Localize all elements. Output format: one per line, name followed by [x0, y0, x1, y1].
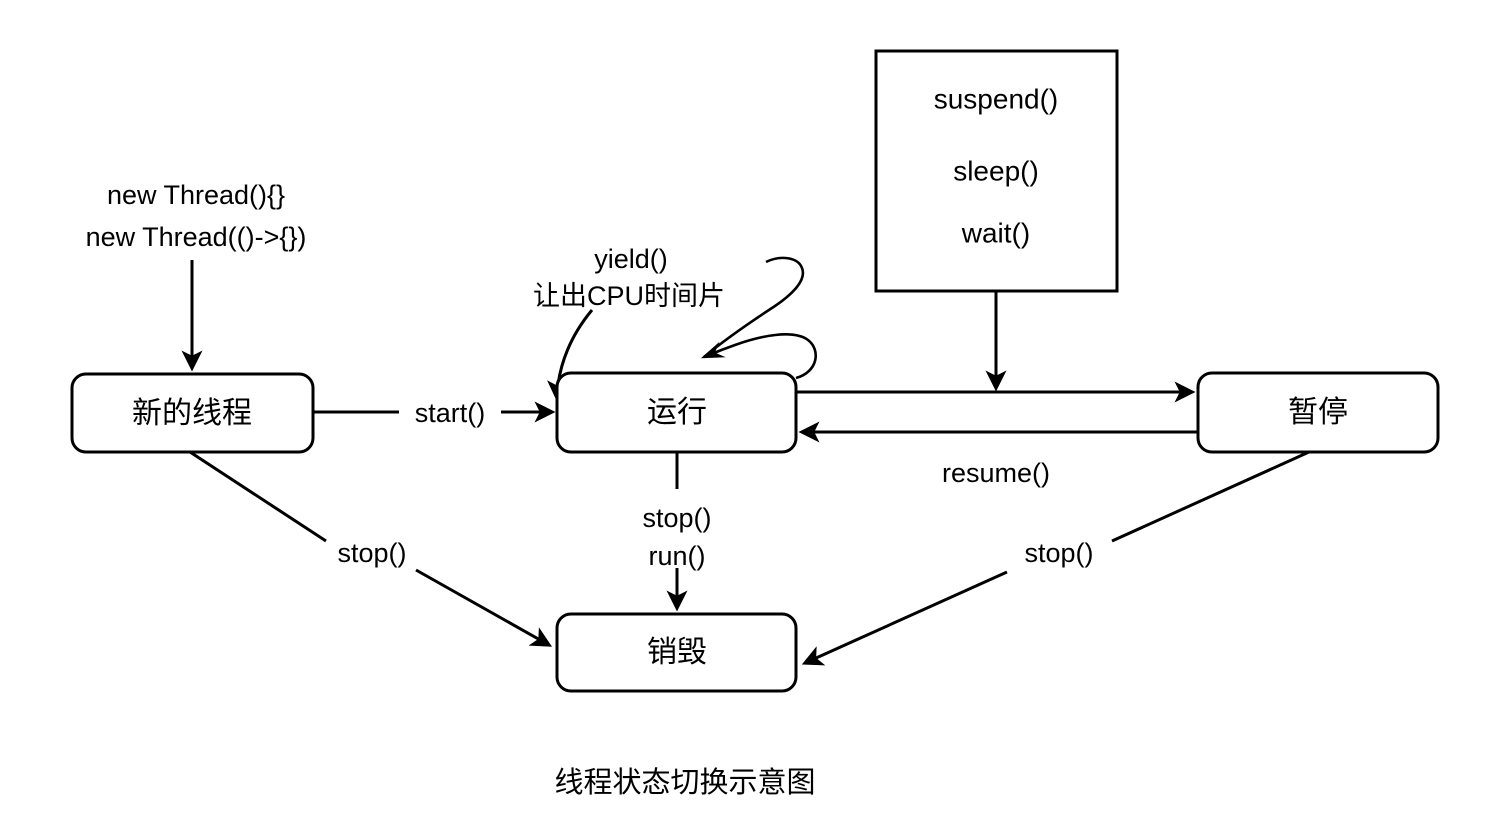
- node-running[interactable]: 运行: [555, 371, 798, 454]
- node-running-label: 运行: [647, 396, 707, 429]
- annotation-yield-line-2: 让出CPU时间片: [533, 281, 725, 311]
- diagram-caption: 线程状态切换示意图: [554, 766, 815, 799]
- edge-label-resume: resume(): [942, 458, 1050, 488]
- edge-label-stop-running: stop(): [642, 503, 711, 533]
- annotation-creation-line-1: new Thread(){}: [107, 180, 285, 210]
- suspend-box-line-3: wait(): [961, 217, 1030, 248]
- suspend-box-line-2: sleep(): [953, 155, 1039, 186]
- edge-running-to-destroyed: stop() run(): [642, 452, 712, 612]
- edge-new-to-running: start(): [313, 392, 556, 432]
- edge-label-stop-new: stop(): [337, 538, 406, 568]
- node-destroyed[interactable]: 销毁: [555, 612, 798, 693]
- node-new-thread-label: 新的线程: [132, 397, 252, 430]
- annotation-yield-line-1: yield(): [594, 244, 668, 274]
- node-paused[interactable]: 暂停: [1196, 371, 1440, 454]
- edge-new-to-destroyed: stop(): [189, 450, 553, 647]
- suspend-box-line-1: suspend(): [934, 83, 1059, 114]
- edge-running-self-loop: [700, 256, 818, 380]
- annotation-yield: yield() 让出CPU时间片: [533, 244, 725, 311]
- node-new-thread[interactable]: 新的线程: [70, 372, 315, 454]
- node-paused-label: 暂停: [1288, 396, 1348, 429]
- annotation-creation: new Thread(){} new Thread(()->{}): [86, 180, 307, 252]
- edge-paused-to-destroyed: stop(): [801, 450, 1310, 666]
- annotation-creation-line-2: new Thread(()->{}): [86, 222, 307, 252]
- node-destroyed-label: 销毁: [647, 636, 707, 669]
- edge-paused-to-running: resume(): [798, 421, 1198, 488]
- edge-label-stop-paused: stop(): [1024, 538, 1093, 568]
- edge-label-start: start(): [415, 398, 486, 428]
- node-suspend-box[interactable]: suspend() sleep() wait(): [874, 49, 1119, 293]
- edge-label-run-running: run(): [648, 541, 705, 571]
